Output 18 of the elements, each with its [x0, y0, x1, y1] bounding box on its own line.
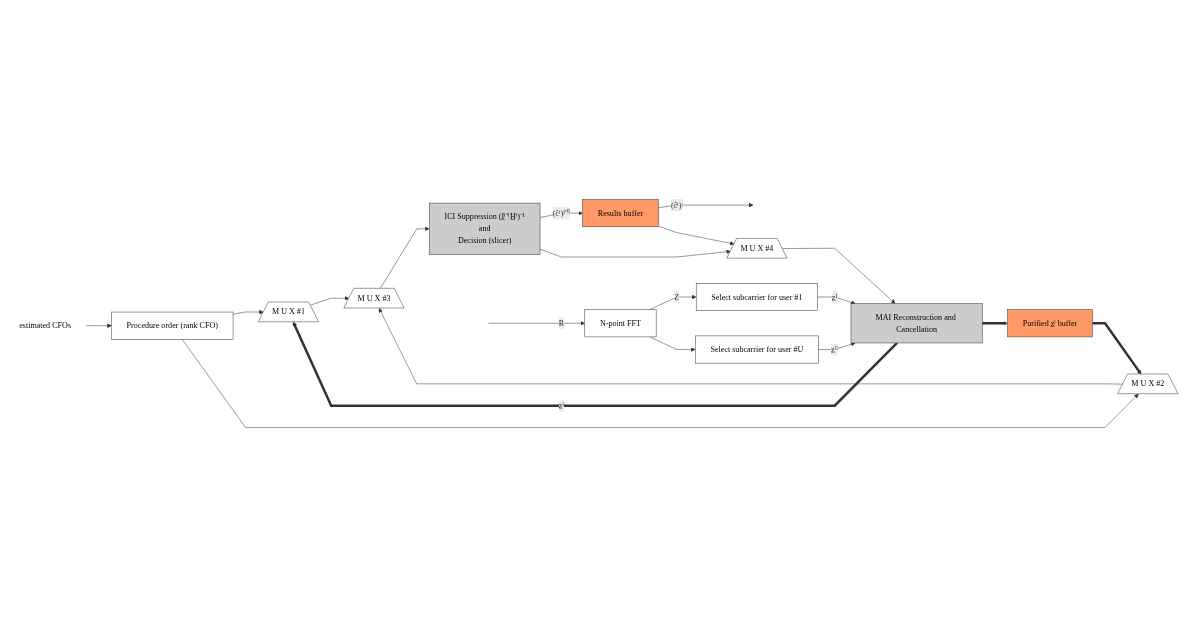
edge-label: z̲ᵁ	[831, 344, 839, 354]
edge-label: Z	[674, 292, 680, 301]
edge-label: (ĉⁱ)ʲ⁼⁰	[552, 208, 570, 217]
edge-label: z̲¹	[831, 292, 838, 301]
arrow	[1092, 321, 1142, 375]
node-text: estimated CFOs	[19, 320, 72, 330]
node-box: ICI Suppression (I̲ⁱ’ⁱH̲ⁱ)⁻¹ and Decision (slicer)	[429, 202, 541, 255]
node-box: Results buffer	[582, 199, 659, 227]
node-box: Select subcarrier for user #1	[695, 282, 818, 311]
node-box: Procedure order (rank CFO)	[111, 311, 234, 340]
node-box: Purified z̲ˡ buffer	[1007, 309, 1093, 337]
arrow	[982, 320, 1008, 326]
node-box: MAI Reconstruction and Cancellation	[850, 303, 983, 343]
node-box: N-point FFT	[584, 309, 657, 337]
node-box: Select subcarrier for user #U	[695, 335, 819, 364]
edge-label: R	[558, 318, 565, 328]
edge-label: (ĉⁱ)ʲ	[670, 200, 683, 209]
edge-label: z̲ˡ	[558, 400, 564, 410]
